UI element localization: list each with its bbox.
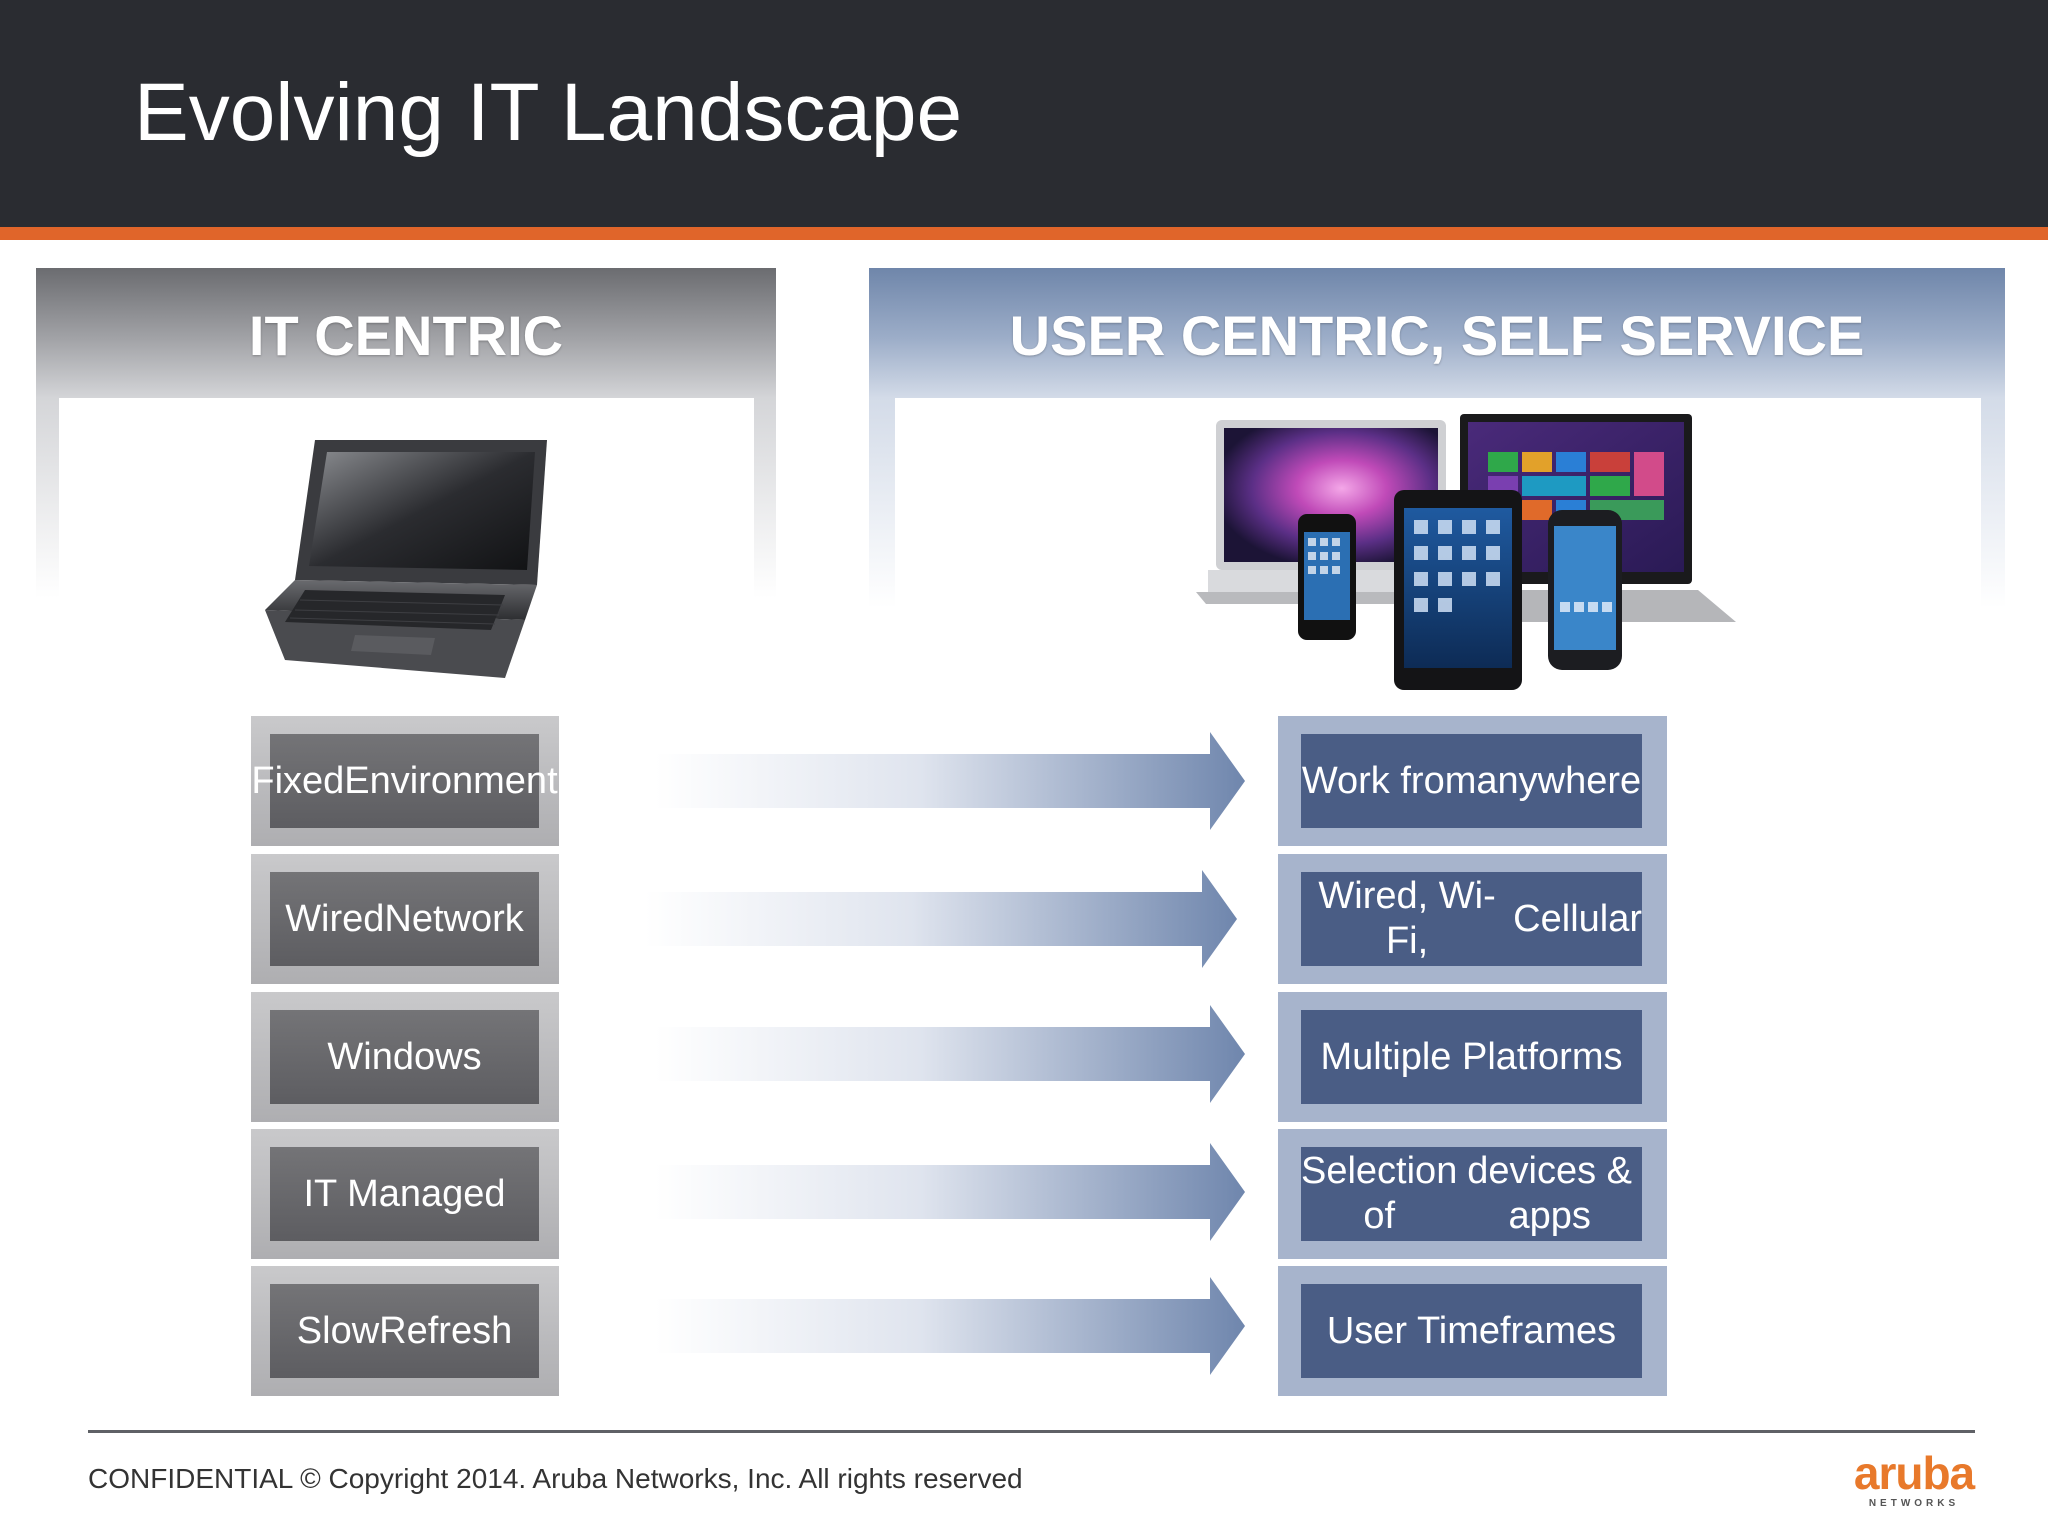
logo-wordmark: aruba xyxy=(1853,1447,1975,1499)
user-item-user-timeframes: User Timeframes xyxy=(1278,1266,1667,1396)
footer-copyright: CONFIDENTIAL © Copyright 2014. Aruba Net… xyxy=(88,1463,1023,1494)
item-label: Multiple Platforms xyxy=(1301,1010,1642,1104)
item-line: Work from xyxy=(1301,759,1477,802)
item-line: devices & apps xyxy=(1467,1150,1633,1237)
laptop-icon xyxy=(265,440,547,678)
user-item-multiple-platforms: Multiple Platforms xyxy=(1278,992,1667,1122)
item-line: Wired, Wi-Fi, xyxy=(1318,875,1496,962)
it-item-windows: Windows xyxy=(251,992,559,1122)
arrow-icon xyxy=(655,1143,1245,1241)
item-line: Multiple Platforms xyxy=(1320,1035,1623,1078)
arrow-icon xyxy=(655,1005,1245,1103)
item-label: Wired, Wi-Fi, Cellular xyxy=(1301,872,1642,966)
item-line: Slow xyxy=(296,1309,380,1352)
item-line: Environment xyxy=(344,759,558,802)
title-bar: Evolving IT Landscape xyxy=(0,0,2048,227)
logo-subtext: NETWORKS xyxy=(1868,1498,1960,1509)
item-line: Network xyxy=(384,897,524,940)
item-line: Cellular xyxy=(1513,897,1642,940)
item-line: User Timeframes xyxy=(1326,1309,1617,1352)
footer-divider xyxy=(88,1430,1975,1433)
item-label: IT Managed xyxy=(270,1147,539,1241)
item-label: Windows xyxy=(270,1010,539,1104)
item-line: Wired xyxy=(285,897,385,940)
arrow-icon xyxy=(645,870,1237,968)
arrow-icon xyxy=(655,1277,1245,1375)
slide-title: Evolving IT Landscape xyxy=(134,67,963,158)
accent-divider xyxy=(0,227,2048,240)
devices-icon xyxy=(1196,414,1736,690)
item-line: Selection of xyxy=(1301,1150,1458,1237)
item-line: Refresh xyxy=(379,1309,513,1352)
item-label: User Timeframes xyxy=(1301,1284,1642,1378)
it-item-it-managed: IT Managed xyxy=(251,1129,559,1259)
aruba-logo: aruba NETWORKS xyxy=(1844,1450,1984,1510)
user-item-wired-wifi-cellular: Wired, Wi-Fi, Cellular xyxy=(1278,854,1667,984)
user-centric-heading: USER CENTRIC, SELF SERVICE xyxy=(1009,304,1865,367)
item-line: Fixed xyxy=(251,759,345,802)
arrow-icon xyxy=(655,732,1245,830)
item-line: IT Managed xyxy=(303,1172,506,1215)
item-line: anywhere xyxy=(1476,759,1642,802)
it-centric-heading: IT CENTRIC xyxy=(248,304,564,367)
item-line: Windows xyxy=(327,1035,482,1078)
